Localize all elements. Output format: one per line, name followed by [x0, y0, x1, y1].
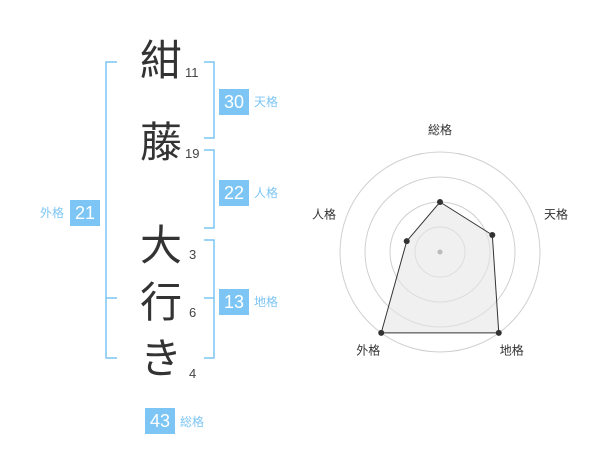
radar-point-4 [378, 329, 385, 336]
soukaku-label: 総格 [180, 415, 205, 429]
jinkaku-bracket [204, 149, 215, 229]
radar-point-5 [403, 238, 410, 245]
radar-ring [339, 151, 541, 353]
radar-center [437, 249, 443, 255]
name-char-5: き [140, 334, 183, 383]
stroke-count-4: 6 [189, 305, 197, 320]
tenkaku-bracket [204, 61, 215, 139]
stroke-count-3: 3 [189, 247, 197, 262]
name-char-1: 紺 [140, 36, 183, 85]
gaikaku-value: 21 [70, 200, 100, 226]
chikaku-bracket [204, 239, 215, 359]
radar-axis-label-3: 地格 [500, 343, 524, 358]
name-char-2: 藤 [140, 118, 183, 167]
radar-point-2 [489, 232, 496, 239]
radar-point-3 [495, 329, 502, 336]
stroke-count-5: 4 [189, 366, 197, 381]
chikaku-value: 13 [219, 289, 249, 315]
chikaku-label: 地格 [254, 295, 279, 309]
name-char-3: 大 [140, 221, 183, 270]
gaikaku-bracket [105, 61, 117, 359]
jinkaku-label: 人格 [254, 186, 279, 200]
tenkaku-value: 30 [219, 89, 249, 115]
soukaku-value: 43 [145, 408, 175, 434]
gaikaku-label: 外格 [40, 206, 65, 220]
stroke-count-2: 19 [185, 146, 200, 161]
radar-polygon [380, 201, 500, 334]
radar-point-1 [437, 199, 443, 205]
tenkaku-label: 天格 [254, 95, 279, 109]
radar-axis-label-1: 総格 [428, 122, 452, 137]
jinkaku-value: 22 [219, 180, 249, 206]
name-char-4: 行 [140, 278, 183, 327]
radar-axis-label-5: 人格 [312, 206, 336, 221]
stroke-count-1: 11 [185, 65, 199, 80]
radar-axis-label-2: 天格 [544, 206, 568, 221]
radar-axis-label-4: 外格 [356, 343, 380, 358]
